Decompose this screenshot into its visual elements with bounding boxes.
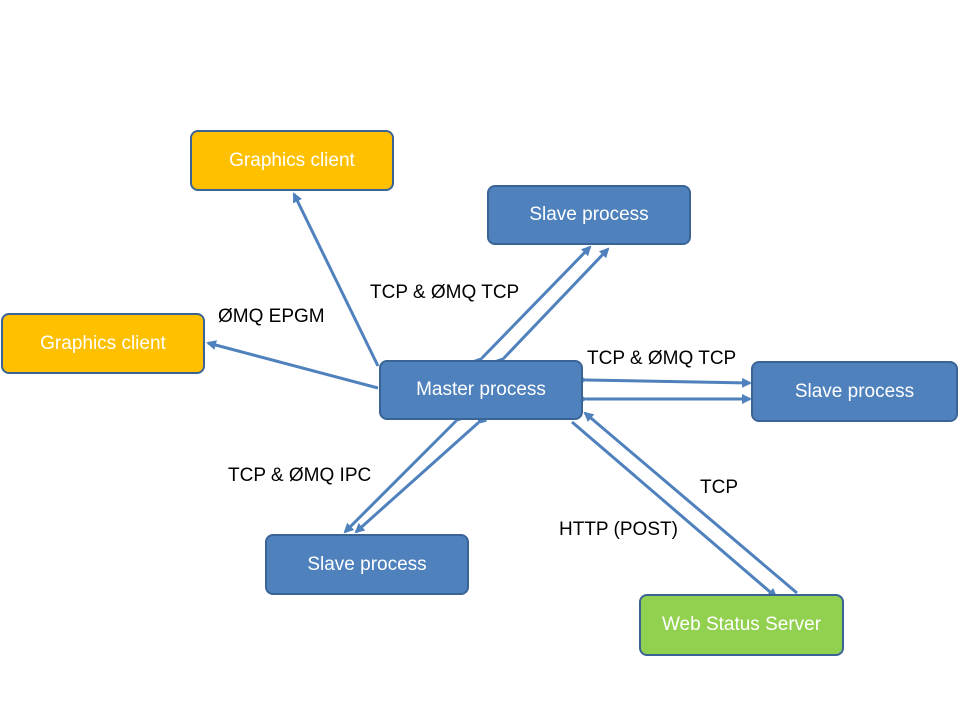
edge-label-web-to-master: TCP <box>700 477 738 498</box>
slave-process-right-label: Slave process <box>794 380 915 402</box>
graphics-client-left-node: Graphics client <box>1 313 205 374</box>
edge-label-master-slave-right: TCP & ØMQ TCP <box>587 348 737 369</box>
arrow-master-to-graphics-left <box>206 340 379 390</box>
arrow-master-slave-right-1 <box>577 374 752 388</box>
edge-label-master-slave-bottom: TCP & ØMQ IPC <box>228 465 372 486</box>
arrow-master-to-graphics-top <box>292 192 380 367</box>
arrow-master-slave-top-2 <box>494 247 610 368</box>
arrow-master-slave-bottom-2 <box>354 413 488 534</box>
master-process-node: Master process <box>379 360 583 420</box>
edge-label-master-to-web: HTTP (POST) <box>559 519 678 540</box>
arrow-master-to-web <box>571 420 778 599</box>
edge-label-master-graphics: ØMQ EPGM <box>218 306 325 327</box>
slave-process-top-label: Slave process <box>529 204 649 225</box>
arrow-web-to-master <box>583 411 798 595</box>
graphics-client-left-label: Graphics client <box>40 332 166 354</box>
graphics-client-top-label: Graphics client <box>229 149 355 171</box>
web-status-server-node: Web Status Server <box>639 594 844 656</box>
master-process-label: Master process <box>416 379 546 400</box>
slave-process-bottom-node: Slave process <box>265 534 469 595</box>
slave-process-bottom-label: Slave process <box>307 553 427 575</box>
slave-process-top-node: Slave process <box>487 185 691 245</box>
web-status-server-label: Web Status Server <box>661 614 822 635</box>
slave-process-right-node: Slave process <box>751 361 958 422</box>
graphics-client-top-node: Graphics client <box>190 130 394 191</box>
edge-label-master-slave-top: TCP & ØMQ TCP <box>370 282 520 303</box>
